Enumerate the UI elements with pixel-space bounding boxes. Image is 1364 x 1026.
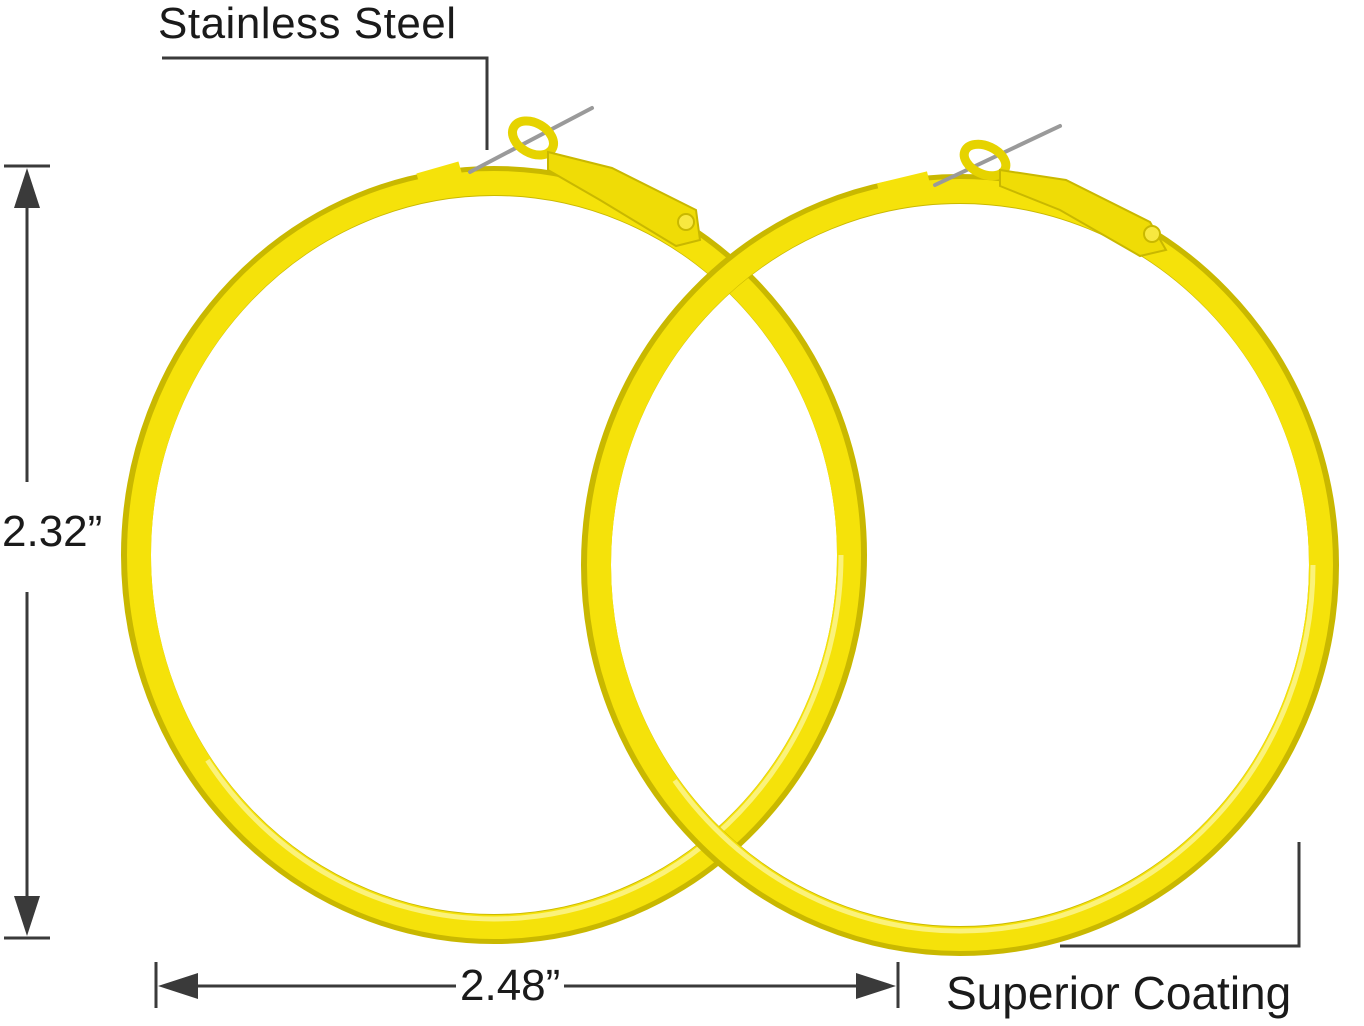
right-hoop-clasp-loop xyxy=(959,139,1011,181)
right-hoop-highlight xyxy=(604,196,1316,934)
arrow-up-icon xyxy=(14,168,40,208)
left-hoop-earring xyxy=(121,106,867,944)
coating-label: Superior Coating xyxy=(946,967,1292,1019)
right-hoop-ring xyxy=(587,179,1333,951)
right-hoop-hinge-rivet xyxy=(1143,225,1161,243)
right-hoop-tube-end xyxy=(876,171,934,209)
arrow-left-icon xyxy=(158,973,198,999)
coating-leader-line xyxy=(1060,842,1301,948)
left-hoop-hinge-rivet xyxy=(677,213,695,231)
left-hoop-ring xyxy=(127,171,861,939)
right-hoop-clasp-hinge xyxy=(999,168,1168,258)
material-leader-line xyxy=(162,56,489,150)
left-hoop-tube-end xyxy=(416,161,466,199)
left-hoop-pin xyxy=(468,106,594,174)
width-measurement-label: 2.48” xyxy=(456,964,565,1008)
left-hoop-clasp-loop xyxy=(508,116,558,160)
arrow-down-icon xyxy=(14,896,40,936)
arrow-right-icon xyxy=(856,973,896,999)
left-hoop-highlight xyxy=(144,188,844,922)
height-measurement-label: 2.32” xyxy=(2,507,103,556)
height-dimension xyxy=(4,164,50,940)
left-hoop-clasp-hinge xyxy=(547,150,702,248)
material-label: Stainless Steel xyxy=(158,0,457,48)
right-hoop-earring xyxy=(581,124,1339,956)
